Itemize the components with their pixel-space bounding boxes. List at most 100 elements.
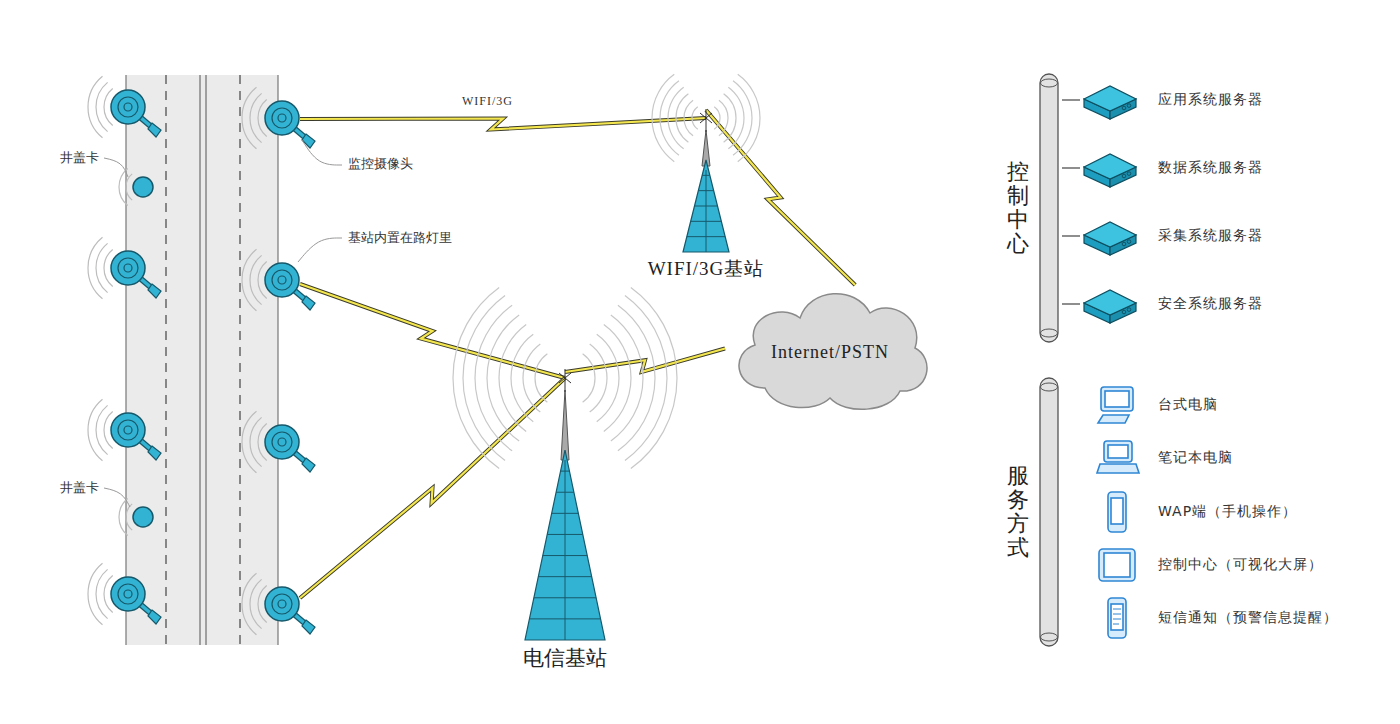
camera-head (148, 123, 161, 137)
signal-wave (126, 504, 132, 530)
service-item: WAP端（手机操作） (1095, 490, 1303, 534)
signal-wave (96, 243, 108, 292)
signal-wave (250, 579, 262, 628)
lamp-ring (118, 584, 138, 604)
lamp-ring (278, 600, 286, 608)
service-item: 台式电脑 (1095, 383, 1224, 427)
base-station: WIFI/3G基站 (626, 110, 786, 282)
bus-connector (1062, 303, 1080, 304)
lamp-ring (118, 258, 138, 278)
link-label: WIFI/3G (462, 94, 513, 109)
camera-head (302, 296, 315, 310)
callout-label: 监控摄像头 (348, 155, 413, 173)
lane-line (165, 75, 166, 645)
lamp-body (265, 101, 299, 135)
camera-head (148, 446, 161, 460)
lamp-ring (278, 438, 286, 446)
device-icon (1095, 383, 1141, 427)
lamp-ring (124, 264, 132, 272)
manhole-sensor (133, 507, 153, 527)
device-icon (1095, 596, 1141, 640)
manhole-sensor (133, 177, 153, 197)
signal-wave (242, 573, 257, 635)
node-label: 笔记本电脑 (1158, 449, 1233, 467)
signal-wave (250, 417, 262, 466)
service-item: 控制中心（可视化大屏） (1095, 543, 1329, 587)
lamp-body (111, 577, 145, 611)
callout-label: 基站内置在路灯里 (348, 229, 452, 247)
node-label: Internet/PSTN (771, 342, 889, 363)
leader-line (104, 488, 130, 507)
leader-line (298, 238, 342, 262)
signal-wave (250, 255, 262, 304)
signal-wave (250, 93, 262, 142)
camera-head (302, 458, 315, 472)
road-surface (126, 75, 278, 645)
signal-wave (96, 82, 108, 131)
camera-head (148, 284, 161, 298)
system-bus: 服务方式 (998, 376, 1062, 648)
radio-link (300, 118, 706, 130)
lamp-body (111, 90, 145, 124)
radio-link (300, 378, 565, 598)
lamp-ring (272, 108, 292, 128)
lamp-ring (124, 103, 132, 111)
lamp-body (265, 263, 299, 297)
lamp-body (265, 425, 299, 459)
server-node: 采集系统服务器 (1080, 216, 1269, 256)
leader-line (104, 158, 128, 177)
lamp-ring (272, 594, 292, 614)
server-icon (1080, 216, 1140, 256)
callout-label: 井盖卡 (60, 479, 99, 497)
group-title: 服务方式 (1007, 464, 1029, 561)
radio-link (300, 118, 706, 130)
tower-icon (480, 372, 650, 672)
device-icon (1095, 490, 1141, 534)
lamp-body (111, 413, 145, 447)
center-line (200, 75, 201, 645)
lamp-cameras (88, 76, 315, 635)
base-station: 电信基站 (480, 372, 650, 672)
signal-wave (242, 87, 257, 149)
signal-wave (88, 399, 103, 461)
server-node: 应用系统服务器 (1080, 80, 1269, 120)
signal-wave (88, 563, 103, 625)
signal-wave (96, 569, 108, 618)
lamp-ring (272, 270, 292, 290)
node-label: 安全系统服务器 (1158, 295, 1263, 313)
callout-label: 井盖卡 (60, 149, 99, 167)
leader-line (302, 140, 342, 165)
lamp-body (111, 251, 145, 285)
signal-wave (88, 237, 103, 299)
road-edge (125, 75, 126, 645)
signal-wave (96, 405, 108, 454)
node-label: 采集系统服务器 (1158, 227, 1263, 245)
node-label: WIFI/3G基站 (648, 256, 765, 282)
service-item: 短信通知（预警信息提醒） (1095, 596, 1344, 640)
signal-wave (88, 76, 103, 138)
lamp-body (265, 587, 299, 621)
lamp-ring (124, 426, 132, 434)
road-edge (277, 75, 278, 645)
server-node: 数据系统服务器 (1080, 148, 1269, 188)
system-bus: 控制中心 (998, 72, 1062, 344)
lamp-ring (278, 114, 286, 122)
server-icon (1080, 148, 1140, 188)
node-label: 电信基站 (523, 644, 607, 672)
network-cloud: Internet/PSTN (725, 285, 935, 420)
node-label: 短信通知（预警信息提醒） (1158, 609, 1338, 627)
device-icon (1095, 436, 1141, 480)
camera-head (302, 620, 315, 634)
bus-connector (1062, 99, 1080, 100)
camera-head (302, 134, 315, 148)
camera-head (148, 610, 161, 624)
tower-icon (626, 110, 786, 282)
node-label: 控制中心（可视化大屏） (1158, 556, 1323, 574)
device-icon (1095, 543, 1141, 587)
node-label: WAP端（手机操作） (1158, 503, 1297, 521)
server-icon (1080, 80, 1140, 120)
signal-wave (242, 249, 257, 311)
service-item: 笔记本电脑 (1095, 436, 1239, 480)
lamp-ring (124, 590, 132, 598)
